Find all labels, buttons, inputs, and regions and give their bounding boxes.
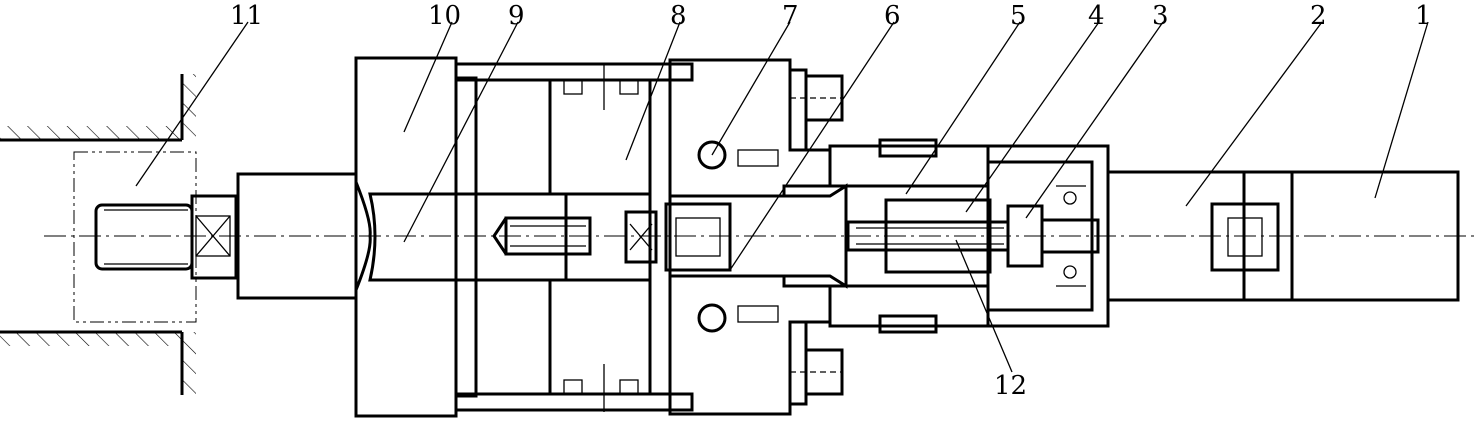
callout-3: 3 — [1152, 1, 1169, 31]
part-4-sleeve — [844, 184, 1010, 288]
callout-1: 1 — [1415, 1, 1432, 31]
callout-4: 4 — [1088, 1, 1105, 31]
part-9-piston-rod — [368, 192, 592, 282]
bolt-bottom — [788, 320, 844, 406]
callout-5: 5 — [1010, 1, 1027, 31]
callout-12: 12 — [994, 371, 1027, 401]
callout-2: 2 — [1310, 1, 1327, 31]
part-11-workpiece — [73, 151, 238, 323]
callout-7: 7 — [782, 1, 799, 31]
gasket-seal — [454, 76, 478, 398]
part-10-end-cap — [236, 56, 458, 418]
callout-10: 10 — [428, 1, 461, 31]
callout-6: 6 — [884, 1, 901, 31]
callout-11: 11 — [230, 1, 263, 31]
wall-mount — [0, 74, 196, 395]
callout-labels: 1 2 3 4 5 6 7 8 9 10 11 12 — [230, 1, 1432, 401]
leader-lines — [135, 21, 1429, 373]
bolt-top — [788, 68, 844, 152]
part-1-end-housing — [1290, 170, 1460, 302]
callout-8: 8 — [670, 1, 687, 31]
callout-9: 9 — [508, 1, 525, 31]
